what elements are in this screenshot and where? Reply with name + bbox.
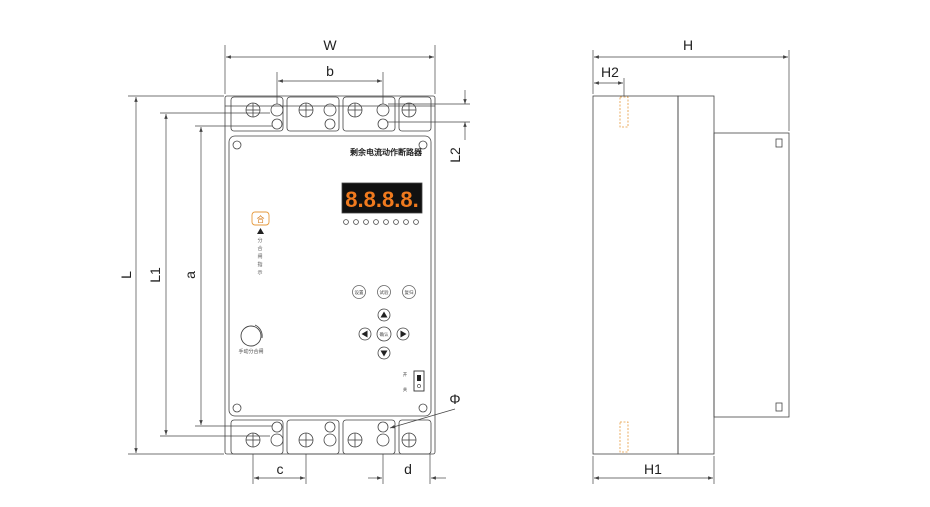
led-display: 8.8.8.8. — [341, 182, 423, 214]
side-view — [592, 95, 790, 455]
top-terminal-screws — [245, 102, 417, 130]
close-indicator: 合 — [251, 211, 270, 234]
left-button[interactable] — [358, 327, 372, 341]
dim-label-phi: Φ — [449, 391, 460, 407]
indicator-char-3: 闸 — [257, 253, 262, 260]
arrow-left-icon — [361, 330, 368, 338]
indicator-caption: 分 合 闸 指 示 — [257, 237, 262, 276]
dim-label-H1: H1 — [644, 461, 662, 477]
navigation-pad: 确认 — [358, 308, 410, 360]
dim-label-a: a — [182, 271, 198, 279]
switch-on-label: 开 — [403, 372, 408, 378]
bottom-terminal-screws — [245, 421, 417, 448]
confirm-button[interactable]: 确认 — [376, 326, 392, 342]
dim-label-L2: L2 — [447, 147, 463, 163]
test-button-label: 试验 — [380, 289, 389, 296]
dim-label-H: H — [683, 37, 693, 53]
front-dimension-lines — [128, 45, 470, 484]
top-terminal-strip — [225, 96, 435, 132]
test-button[interactable]: 试验 — [377, 285, 391, 299]
front-view — [224, 95, 436, 455]
panel-title: 剩余电流动作断路器 — [350, 147, 423, 157]
display-digits: 8.8.8.8. — [345, 187, 418, 212]
close-button-label: 合 — [257, 214, 265, 224]
manual-knob[interactable] — [240, 324, 263, 347]
set-button[interactable]: 设置 — [352, 285, 366, 299]
switch-off-label: 关 — [403, 386, 408, 393]
dim-label-H2: H2 — [601, 64, 619, 80]
reset-button-label: 复归 — [405, 289, 414, 296]
dim-label-L1: L1 — [147, 267, 163, 283]
dim-label-b: b — [326, 63, 334, 79]
down-button[interactable] — [377, 346, 391, 360]
side-dimension-labels: H H2 H1 — [601, 37, 693, 477]
indicator-char-2: 合 — [257, 245, 262, 252]
dim-label-L: L — [118, 271, 134, 279]
indicator-led-row — [343, 219, 419, 225]
indicator-char-1: 分 — [257, 237, 262, 244]
dim-label-W: W — [323, 37, 337, 53]
dim-label-c: c — [277, 461, 284, 477]
arrow-down-icon — [380, 350, 388, 357]
function-buttons: 设置 试验 复归 — [352, 285, 416, 299]
reset-button[interactable]: 复归 — [402, 285, 416, 299]
triangle-up-icon — [257, 228, 264, 234]
dim-label-d: d — [404, 461, 412, 477]
front-dimension-labels: W b L L1 a L2 c d Φ — [118, 37, 463, 477]
right-button[interactable] — [396, 327, 410, 341]
up-button[interactable] — [377, 308, 391, 322]
manual-caption: 手动分合闸 — [238, 348, 263, 355]
indicator-char-4: 指 — [257, 261, 262, 268]
indicator-char-5: 示 — [257, 270, 262, 276]
set-button-label: 设置 — [355, 289, 364, 296]
arrow-right-icon — [400, 330, 407, 338]
arrow-up-icon — [380, 311, 388, 318]
side-dimension-lines — [592, 50, 790, 484]
bottom-terminal-strip — [230, 419, 432, 455]
confirm-button-label: 确认 — [380, 331, 389, 338]
power-switch[interactable] — [413, 370, 425, 392]
